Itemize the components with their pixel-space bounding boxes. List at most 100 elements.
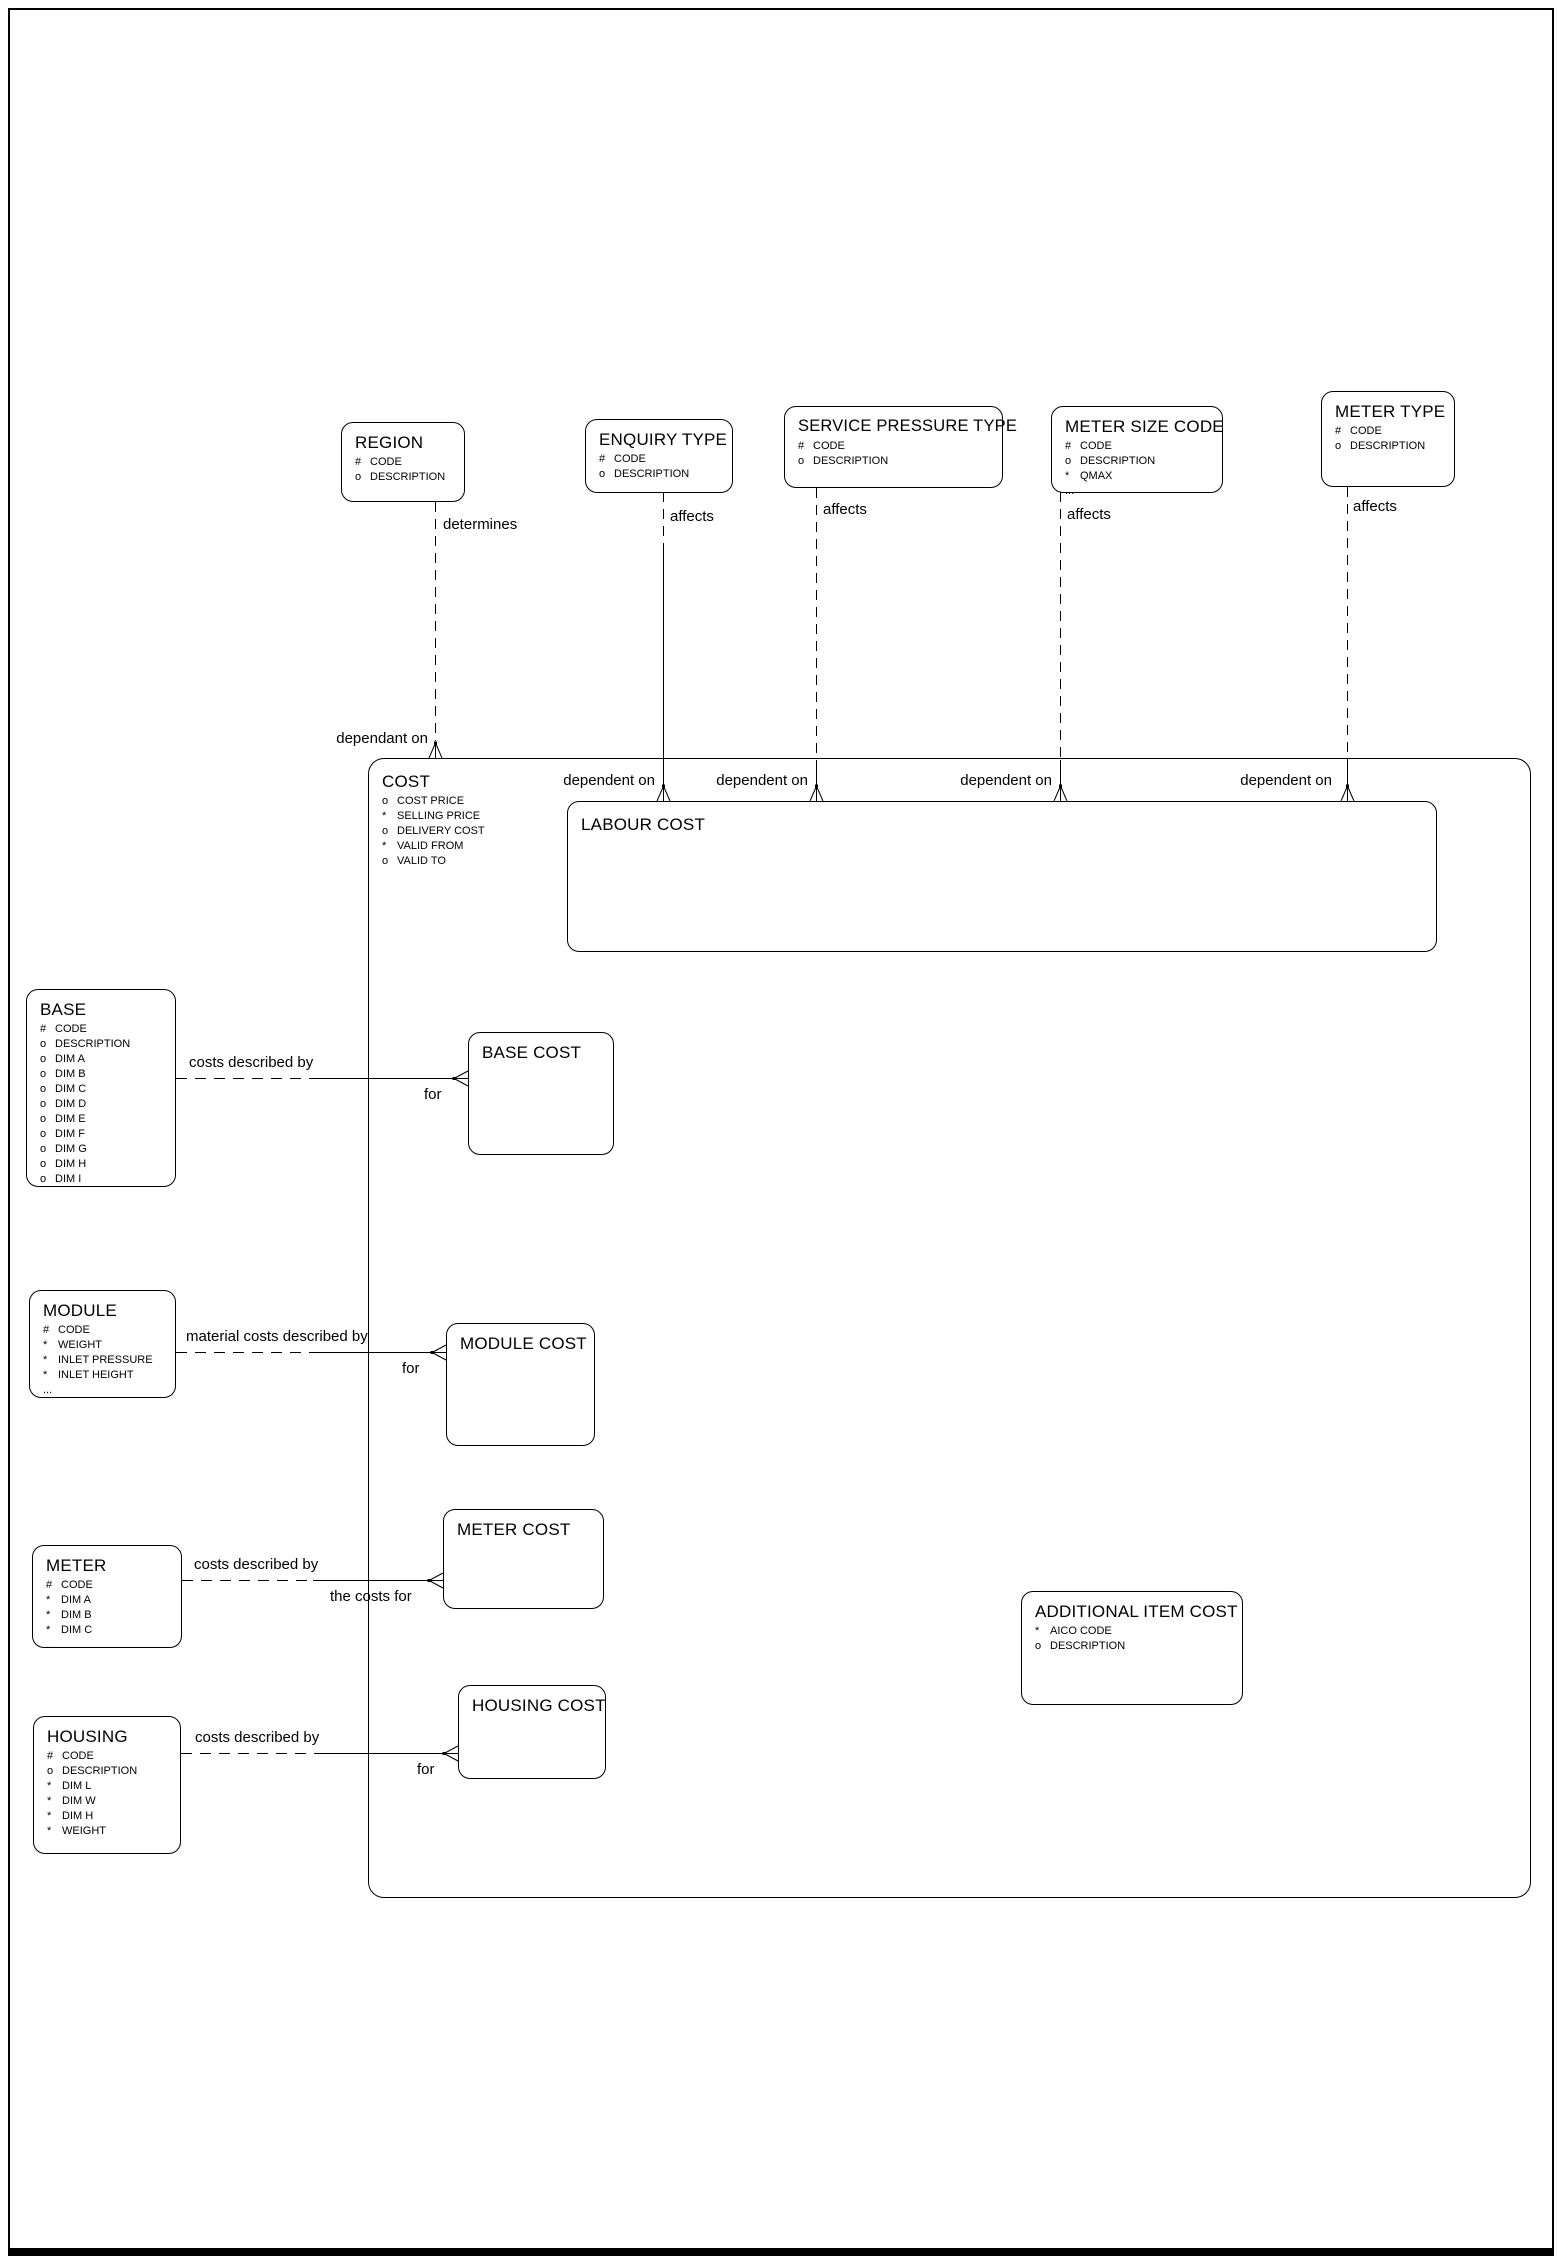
entity-base-cost[interactable]: BASE COST	[468, 1032, 614, 1155]
attribute-row: *AICO CODE	[1035, 1625, 1112, 1637]
attribute-row: *SELLING PRICE	[382, 810, 481, 822]
relationship-label-costs-described-by-housing: costs described by	[195, 1729, 320, 1746]
relationship-label-dependent-on-4: dependent on	[1240, 772, 1332, 789]
entity-title: HOUSING COST	[472, 1696, 606, 1715]
entity-title: REGION	[355, 433, 424, 452]
entity-title: BASE	[40, 1000, 87, 1019]
relationship-label-dependant-on: dependant on	[336, 730, 428, 747]
relationship-label-dependent-on-3: dependent on	[960, 772, 1052, 789]
attribute-list: #CODE *WEIGHT *INLET PRESSURE *INLET HEIGHT…	[43, 1323, 167, 1398]
attribute-row: *QMAX	[1065, 470, 1113, 482]
attribute-row: #CODE	[46, 1579, 93, 1591]
attribute-row: #CODE	[599, 453, 646, 465]
attribute-row: *WEIGHT	[43, 1339, 102, 1351]
attribute-row: #CODE	[798, 440, 845, 452]
relationship-label-costs-described-by-base: costs described by	[189, 1054, 314, 1071]
entity-meter-cost[interactable]: METER COST	[443, 1509, 604, 1609]
entity-housing-cost[interactable]: HOUSING COST	[458, 1685, 606, 1779]
relationship-label-the-costs-for: the costs for	[330, 1588, 412, 1605]
relationship-label-costs-described-by-meter: costs described by	[194, 1556, 319, 1573]
attribute-row: *DIM H	[47, 1810, 94, 1822]
entity-title: BASE COST	[482, 1043, 582, 1062]
attribute-row: #CODE	[40, 1023, 87, 1035]
attribute-row: *INLET PRESSURE	[43, 1354, 153, 1366]
entity-title: HOUSING	[47, 1727, 128, 1746]
entity-module-cost[interactable]: MODULE COST	[446, 1323, 595, 1446]
attribute-row: *DIM C	[46, 1624, 93, 1636]
entity-title: METER SIZE CODE	[1065, 417, 1224, 436]
attribute-row: *WEIGHT	[47, 1825, 106, 1837]
attribute-row: *INLET HEIGHT	[43, 1369, 134, 1381]
attribute-row: *DIM W	[47, 1795, 96, 1807]
attribute-row: *DIM L	[47, 1780, 92, 1792]
relationship-label-dependent-on-1: dependent on	[563, 772, 655, 789]
attribute-row: #CODE	[1335, 425, 1382, 437]
attribute-row: ...	[43, 1384, 53, 1396]
attribute-row: #CODE	[43, 1324, 90, 1336]
attribute-row: *VALID FROM	[382, 840, 464, 852]
attribute-row: #CODE	[355, 456, 402, 468]
entity-meter[interactable]: METER #CODE *DIM A *DIM B *DIM C...	[32, 1545, 182, 1651]
attribute-row: #CODE	[47, 1750, 94, 1762]
attribute-row: *DIM A	[46, 1594, 91, 1606]
attribute-list: #CODE *DIM A *DIM B *DIM C...	[46, 1578, 173, 1653]
entity-title: METER TYPE	[1335, 402, 1446, 421]
entity-labour-cost[interactable]: LABOUR COST	[567, 801, 1437, 952]
attribute-row: ...	[46, 1639, 56, 1651]
entity-module[interactable]: MODULE #CODE*WEIGHT*INLET PRESSURE*INLET…	[29, 1290, 176, 1398]
relationship-label-for-module: for	[402, 1360, 420, 1377]
relationship-label-material-costs-described-by: material costs described by	[186, 1328, 368, 1345]
entity-title: LABOUR COST	[581, 815, 706, 834]
attribute-row: *DIM B	[46, 1609, 92, 1621]
entity-title: ADDITIONAL ITEM COST	[1035, 1602, 1238, 1621]
entity-title: METER	[46, 1556, 107, 1575]
attribute-row: ...	[1065, 485, 1075, 497]
attribute-row: #CODE	[1065, 440, 1112, 452]
relationship-label-dependent-on-2: dependent on	[716, 772, 808, 789]
entity-title: ENQUIRY TYPE	[599, 430, 728, 449]
relationship-label-for-base: for	[424, 1086, 442, 1103]
entity-title: MODULE COST	[460, 1334, 587, 1353]
relationship-label-for-housing: for	[417, 1761, 435, 1778]
entity-title: SERVICE PRESSURE TYPE	[798, 417, 1018, 435]
entity-title: METER COST	[457, 1520, 571, 1539]
relationship-label-affects-meter-size: affects	[1067, 506, 1111, 523]
